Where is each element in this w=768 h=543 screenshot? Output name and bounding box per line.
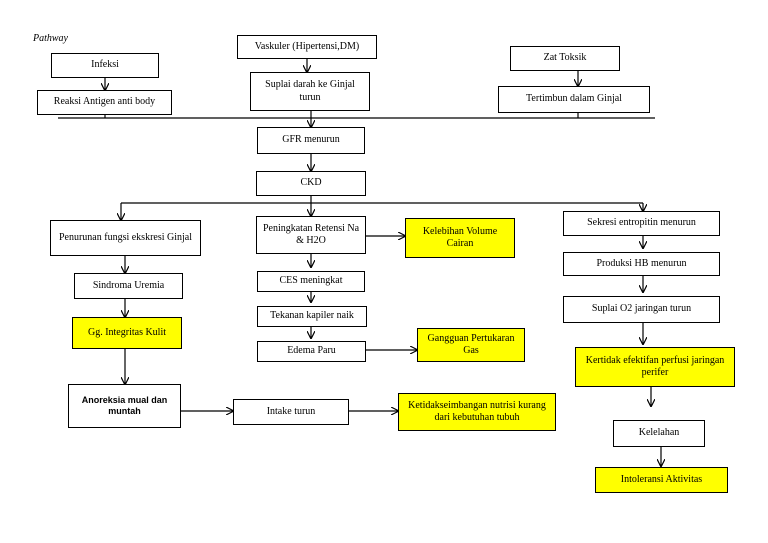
- node-label: Anoreksia mual dan muntah: [81, 394, 168, 416]
- node-edema-paru: Edema Paru: [257, 341, 366, 362]
- node-integritas-kulit: Gg. Integritas Kulit: [72, 317, 182, 349]
- node-penurunan: Penurunan fungsi ekskresi Ginjal: [50, 220, 201, 256]
- node-label: Tekanan kapiler naik: [270, 310, 354, 322]
- node-kelelahan: Kelelahan: [613, 420, 705, 447]
- node-ces: CES meningkat: [257, 271, 365, 292]
- node-vaskuler: Vaskuler (Hipertensi,DM): [237, 35, 377, 59]
- node-produksi-hb: Produksi HB menurun: [563, 252, 720, 276]
- node-perfusi: Kertidak efektifan perfusi jaringan peri…: [575, 347, 735, 387]
- node-gfr: GFR menurun: [257, 127, 365, 154]
- node-label: Kelebihan Volume Cairan: [422, 225, 498, 250]
- node-label: Kelelahan: [638, 427, 680, 439]
- diagram-title: Pathway: [33, 33, 68, 44]
- node-label: Vaskuler (Hipertensi,DM): [254, 40, 360, 52]
- node-label: Infeksi: [91, 59, 119, 71]
- node-label: CKD: [300, 177, 322, 189]
- node-kelebihan-volume: Kelebihan Volume Cairan: [405, 218, 515, 258]
- node-label: Ketidakseimbangan nutrisi kurang dari ke…: [408, 399, 546, 424]
- node-label: Sindroma Uremia: [92, 279, 165, 291]
- node-label: Gangguan Pertukaran Gas: [427, 332, 515, 357]
- node-ketidakseimbangan: Ketidakseimbangan nutrisi kurang dari ke…: [398, 393, 556, 431]
- node-tertimbun: Tertimbun dalam Ginjal: [498, 86, 650, 113]
- node-label: Gg. Integritas Kulit: [87, 326, 167, 338]
- node-label: Peningkatan Retensi Na & H2O: [262, 222, 360, 247]
- node-label: Intoleransi Aktivitas: [620, 473, 703, 485]
- node-sekresi: Sekresi entropitin menurun: [563, 211, 720, 236]
- node-infeksi: Infeksi: [51, 53, 159, 78]
- node-label: Produksi HB menurun: [596, 257, 687, 269]
- node-label: Zat Toksik: [543, 52, 587, 64]
- node-anoreksia: Anoreksia mual dan muntah: [68, 384, 181, 428]
- node-gangguan-gas: Gangguan Pertukaran Gas: [417, 328, 525, 362]
- node-label: Kertidak efektifan perfusi jaringan peri…: [585, 354, 725, 379]
- node-label: GFR menurun: [282, 134, 340, 146]
- node-intoleransi: Intoleransi Aktivitas: [595, 467, 728, 493]
- node-suplai-o2: Suplai O2 jaringan turun: [563, 296, 720, 323]
- node-reaksi-antigen: Reaksi Antigen anti body: [37, 90, 172, 115]
- node-label: Suplai darah ke Ginjal turun: [265, 79, 355, 103]
- node-label: Suplai O2 jaringan turun: [591, 303, 692, 315]
- node-suplai-darah: Suplai darah ke Ginjal turun: [250, 72, 370, 111]
- node-zat-toksik: Zat Toksik: [510, 46, 620, 71]
- node-intake: Intake turun: [233, 399, 349, 425]
- node-label: Sekresi entropitin menurun: [587, 217, 696, 229]
- node-label: Penurunan fungsi ekskresi Ginjal: [58, 231, 193, 243]
- node-sindroma-uremia: Sindroma Uremia: [74, 273, 183, 299]
- node-peningkatan: Peningkatan Retensi Na & H2O: [256, 216, 366, 254]
- node-ckd: CKD: [256, 171, 366, 196]
- node-label: Intake turun: [266, 405, 316, 417]
- node-label: Tertimbun dalam Ginjal: [526, 93, 622, 105]
- node-label: Reaksi Antigen anti body: [53, 96, 156, 108]
- node-tekanan: Tekanan kapiler naik: [257, 306, 367, 327]
- node-label: Edema Paru: [287, 345, 336, 357]
- node-label: CES meningkat: [279, 275, 343, 287]
